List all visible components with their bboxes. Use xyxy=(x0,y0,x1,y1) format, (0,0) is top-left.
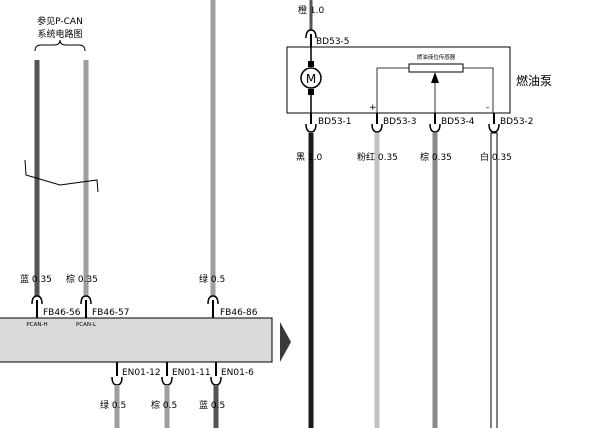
wire-label-bd53-3: 粉红 0.35 xyxy=(357,151,398,163)
connector-pin-en01-6 xyxy=(210,362,222,386)
connector-pin-fb46-86 xyxy=(207,295,219,318)
continuation-arrow xyxy=(280,322,291,362)
motor-symbol: M xyxy=(306,72,316,86)
pin-bd53-1: BD53-1 xyxy=(318,117,352,127)
pin-bd53-3: BD53-3 xyxy=(383,117,417,127)
pin-fb46-57: FB46-57 xyxy=(92,308,130,318)
pin-fb46-86: FB46-86 xyxy=(220,308,258,318)
connector-pin-fb46-57 xyxy=(80,295,92,318)
wire-label-green: 绿 0.5 xyxy=(199,273,225,285)
pcan-note-line1: 参见P-CAN xyxy=(37,15,83,27)
pin-bd53-4: BD53-4 xyxy=(441,117,475,127)
fuel-pump-name: 燃油泵 xyxy=(516,73,552,88)
motor-terminal-top xyxy=(308,61,314,67)
sensor-label: 燃油液位传感器 xyxy=(417,53,456,61)
wire-bd53-2-white xyxy=(490,132,498,428)
pin-fb46-56: FB46-56 xyxy=(43,308,81,318)
signal-pcan-h: PCAN-H xyxy=(26,322,47,328)
wire-label-en01-11: 棕 0.5 xyxy=(151,399,177,411)
fuel-pump-body xyxy=(286,46,511,114)
wire-label-blue: 蓝 0.35 xyxy=(20,273,52,285)
pin-bd53-5: BD53-5 xyxy=(316,37,350,47)
pin-en01-12: EN01-12 xyxy=(122,368,161,378)
connector-pin-bd53-2 xyxy=(488,113,500,133)
twist-marker xyxy=(24,159,99,193)
motor-symbol-circle xyxy=(300,67,322,89)
sensor-wiper-arrow xyxy=(431,72,439,83)
sensor-resistor xyxy=(408,63,464,73)
motor-terminal-bottom xyxy=(308,89,314,95)
pin-en01-11: EN01-11 xyxy=(172,368,211,378)
wire-label-bd53-1: 黑 1.0 xyxy=(296,152,322,163)
control-module xyxy=(0,317,273,363)
wire-label-en01-6: 蓝 0.5 xyxy=(199,399,225,411)
wire-label-bd53-2: 白 0.35 xyxy=(480,151,512,163)
connector-pin-en01-11 xyxy=(161,362,173,386)
connector-pin-bd53-4 xyxy=(429,113,441,133)
wire-label-brown: 棕 0.35 xyxy=(66,273,98,285)
wire-label-en01-12: 绿 0.5 xyxy=(100,399,126,411)
wire-label-bd53-4: 棕 0.35 xyxy=(420,151,452,163)
pin-bd53-2: BD53-2 xyxy=(500,117,534,127)
sensor-plus: + xyxy=(369,103,377,113)
connector-pin-bd53-3 xyxy=(371,113,383,133)
connector-pin-bd53-1 xyxy=(305,113,317,133)
note-bracket xyxy=(34,39,86,52)
signal-pcan-l: PCAN-L xyxy=(76,322,97,328)
pin-en01-6: EN01-6 xyxy=(221,368,254,378)
sensor-minus: - xyxy=(486,103,489,113)
sensor-wiring xyxy=(376,67,494,113)
connector-pin-bd53-5 xyxy=(305,29,317,47)
connector-pin-en01-12 xyxy=(111,362,123,386)
pcan-note-line2: 系统电路图 xyxy=(37,28,82,40)
connector-pin-fb46-56 xyxy=(31,295,43,318)
